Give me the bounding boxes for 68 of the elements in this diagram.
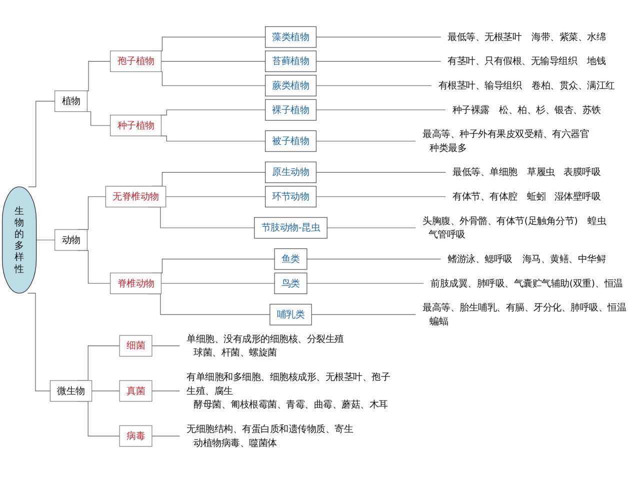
node-label: 松、柏、杉、银杏、苏铁 <box>499 104 601 116</box>
node-box: 藻类植物 <box>265 26 316 48</box>
node-text: 有根茎叶、输导组织 <box>438 80 522 91</box>
node-label: 蝗虫 <box>588 215 606 226</box>
node-box: 苔藓植物 <box>265 50 316 72</box>
node-box: 被子植物 <box>265 130 316 152</box>
node-label: 酵母菌、匍枝根霉菌、青霉、曲霉、蘑菇、木耳 <box>194 399 388 410</box>
node-text: 有茎叶、只有假根、无输导组织 <box>448 56 578 67</box>
node-label: 球菌、杆菌、螺旋菌 <box>194 346 277 358</box>
connector <box>316 36 442 38</box>
node-label: 动植物病毒、噬菌体 <box>194 437 277 448</box>
node-text: 头胸腹、外骨骼、有体节(足触角分节) <box>422 215 578 226</box>
node-box: 细菌 <box>119 335 152 357</box>
node-label: 种类最多 <box>430 142 467 154</box>
node-box: 节肢动物-昆虫 <box>254 217 328 239</box>
node-box: 脊椎动物 <box>110 272 162 294</box>
node-box: 生物的多样性 <box>2 186 37 294</box>
node-label: 蝙蝠 <box>430 316 448 327</box>
node-text: 最高等、胎生哺乳、有膈、牙分化、肺呼吸、恒温 <box>422 302 626 313</box>
node-box: 微生物 <box>50 380 92 402</box>
node-box: 环节动物 <box>265 186 316 208</box>
node-text: 鳍游泳、鳃呼吸 <box>448 253 512 264</box>
node-text: 种子裸露 <box>452 104 490 116</box>
node-box: 裸子植物 <box>265 99 316 121</box>
node-box: 孢子植物 <box>110 50 162 72</box>
node-label: 草履虫 <box>527 166 555 178</box>
node-text: 单细胞、没有成形的细胞核、分裂生殖 <box>186 333 344 344</box>
node-label: 表膜呼吸 <box>564 166 601 178</box>
connector <box>160 61 266 62</box>
node-box: 种子植物 <box>110 114 162 136</box>
node-box: 无脊椎动物 <box>105 186 166 208</box>
connector <box>316 140 416 142</box>
node-box: 鱼类 <box>274 248 308 270</box>
connector <box>160 110 266 116</box>
node-label: 海马、黄鳝、中华鲟 <box>522 253 606 264</box>
node-label: 湿体壁呼吸 <box>554 190 601 202</box>
node-label: 气管呼吸 <box>428 229 466 240</box>
node-box: 真菌 <box>119 380 152 402</box>
connector <box>92 390 120 392</box>
connector <box>311 314 416 315</box>
node-box: 鸟类 <box>274 272 308 294</box>
connector <box>316 196 446 197</box>
connector <box>306 258 442 260</box>
node-text: 最低等、无根茎叶 <box>448 31 522 42</box>
connector <box>160 136 266 142</box>
node-text: 最低等、单细胞 <box>452 166 518 178</box>
node-box: 蕨类植物 <box>265 74 316 96</box>
node-label: 地钱 <box>587 56 606 67</box>
node-box: 哺乳类 <box>270 304 312 326</box>
connector <box>316 85 432 86</box>
node-text: 无细胞结构、有蛋白质和遗传物质、寄生 <box>186 423 354 434</box>
node-box: 病毒 <box>119 425 152 447</box>
connector <box>306 283 424 284</box>
node-label: 蚯蚓 <box>527 190 546 202</box>
node-label: 海带、紫菜、水绵 <box>532 31 606 42</box>
node-text: 最高等、种子外有果皮双受精、有六器官 <box>422 128 590 140</box>
connector <box>316 172 446 173</box>
connector <box>166 196 266 197</box>
node-box: 原生动物 <box>265 162 316 184</box>
node-box: 植物 <box>54 90 88 112</box>
connector <box>316 61 442 62</box>
connector <box>160 283 275 284</box>
node-text: 有体节、有体腔 <box>452 190 518 202</box>
connector <box>152 390 180 392</box>
node-text: 前肢成翼、肺呼吸、气囊贮气辅助(双重)、恒温 <box>430 278 623 289</box>
node-box: 动物 <box>54 229 88 251</box>
node-label: 卷柏、贯众、满江红 <box>532 80 615 91</box>
node-text: 有单细胞和多细胞、细胞核成形、无根茎叶、孢子生殖、腐生 <box>186 371 390 396</box>
